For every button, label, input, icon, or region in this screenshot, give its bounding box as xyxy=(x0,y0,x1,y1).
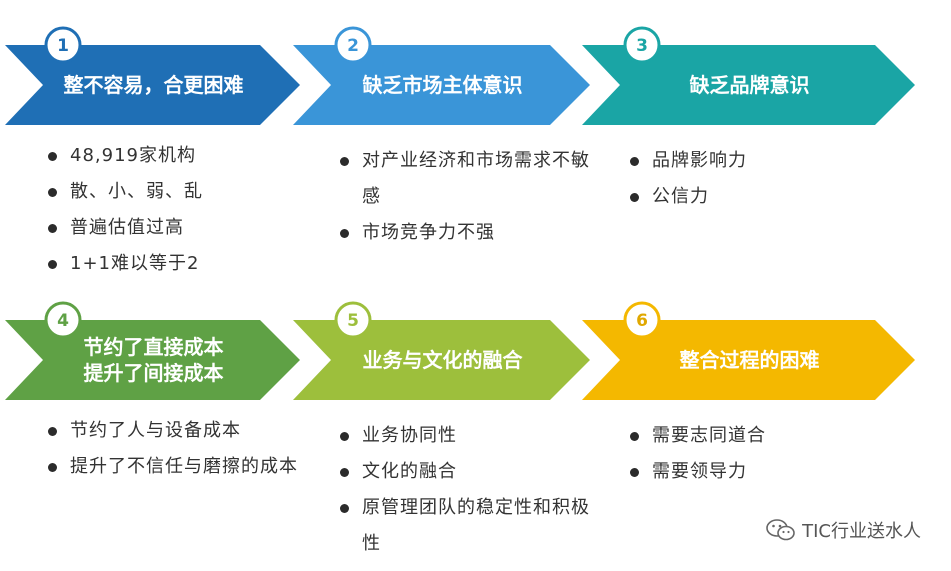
chevron-shape xyxy=(582,45,915,125)
bullet-item: 品牌影响力 xyxy=(630,143,890,179)
bullet-item: 需要志同道合 xyxy=(630,418,890,454)
step-title: 缺乏品牌意识 xyxy=(690,73,810,97)
watermark: TIC行业送水人 xyxy=(766,517,921,543)
chevron-shape xyxy=(293,45,590,125)
bullet-item: 散、小、弱、乱 xyxy=(48,174,308,210)
step-number: 3 xyxy=(636,36,648,56)
step-title: 提升了间接成本 xyxy=(84,361,224,385)
bullet-item: 提升了不信任与磨擦的成本 xyxy=(48,449,308,485)
step-number-badge xyxy=(623,26,661,64)
bullet-item: 节约了人与设备成本 xyxy=(48,413,308,449)
step-number-badge xyxy=(334,26,372,64)
bullet-item: 文化的融合 xyxy=(340,454,600,490)
chevron-shape xyxy=(5,320,300,400)
bullet-item: 1+1难以等于2 xyxy=(48,246,308,282)
bullet-item: 市场竞争力不强 xyxy=(340,215,600,251)
step-3-bullets: 品牌影响力公信力 xyxy=(630,143,890,215)
step-6-bullets: 需要志同道合需要领导力 xyxy=(630,418,890,490)
step-title: 节约了直接成本 xyxy=(84,335,224,359)
step-6-chevron: 整合过程的困难 6 xyxy=(582,301,915,400)
chevron-shape xyxy=(582,320,915,400)
step-number-badge xyxy=(44,301,82,339)
watermark-text: TIC行业送水人 xyxy=(802,521,921,542)
bullet-item: 普遍估值过高 xyxy=(48,210,308,246)
step-3-chevron: 缺乏品牌意识 3 xyxy=(582,26,915,125)
step-number: 1 xyxy=(57,36,69,56)
bullet-item: 业务协同性 xyxy=(340,418,600,454)
bullet-item: 48,919家机构 xyxy=(48,138,308,174)
step-number: 2 xyxy=(347,36,359,56)
step-4-bullets: 节约了人与设备成本提升了不信任与磨擦的成本 xyxy=(48,413,308,485)
chevron-shape xyxy=(293,320,590,400)
step-2-bullets: 对产业经济和市场需求不敏感市场竞争力不强 xyxy=(340,143,600,251)
step-1-chevron: 整不容易，合更困难 1 xyxy=(5,26,300,125)
bullet-item: 对产业经济和市场需求不敏感 xyxy=(340,143,600,215)
step-number: 6 xyxy=(636,311,648,331)
bullet-item: 需要领导力 xyxy=(630,454,890,490)
step-title: 整合过程的困难 xyxy=(679,348,820,372)
step-5-bullets: 业务协同性文化的融合原管理团队的稳定性和积极性 xyxy=(340,418,600,562)
step-number-badge xyxy=(623,301,661,339)
step-title: 整不容易，合更困难 xyxy=(63,73,244,97)
step-title: 缺乏市场主体意识 xyxy=(363,73,523,97)
bullet-item: 公信力 xyxy=(630,179,890,215)
step-number: 5 xyxy=(347,311,359,331)
step-number-badge xyxy=(44,26,82,64)
step-number: 4 xyxy=(57,311,69,331)
bullet-item: 原管理团队的稳定性和积极性 xyxy=(340,490,600,562)
step-title: 业务与文化的融合 xyxy=(363,348,524,372)
step-number-badge xyxy=(334,301,372,339)
wechat-icon xyxy=(766,519,795,541)
chevron-shape xyxy=(5,45,300,125)
